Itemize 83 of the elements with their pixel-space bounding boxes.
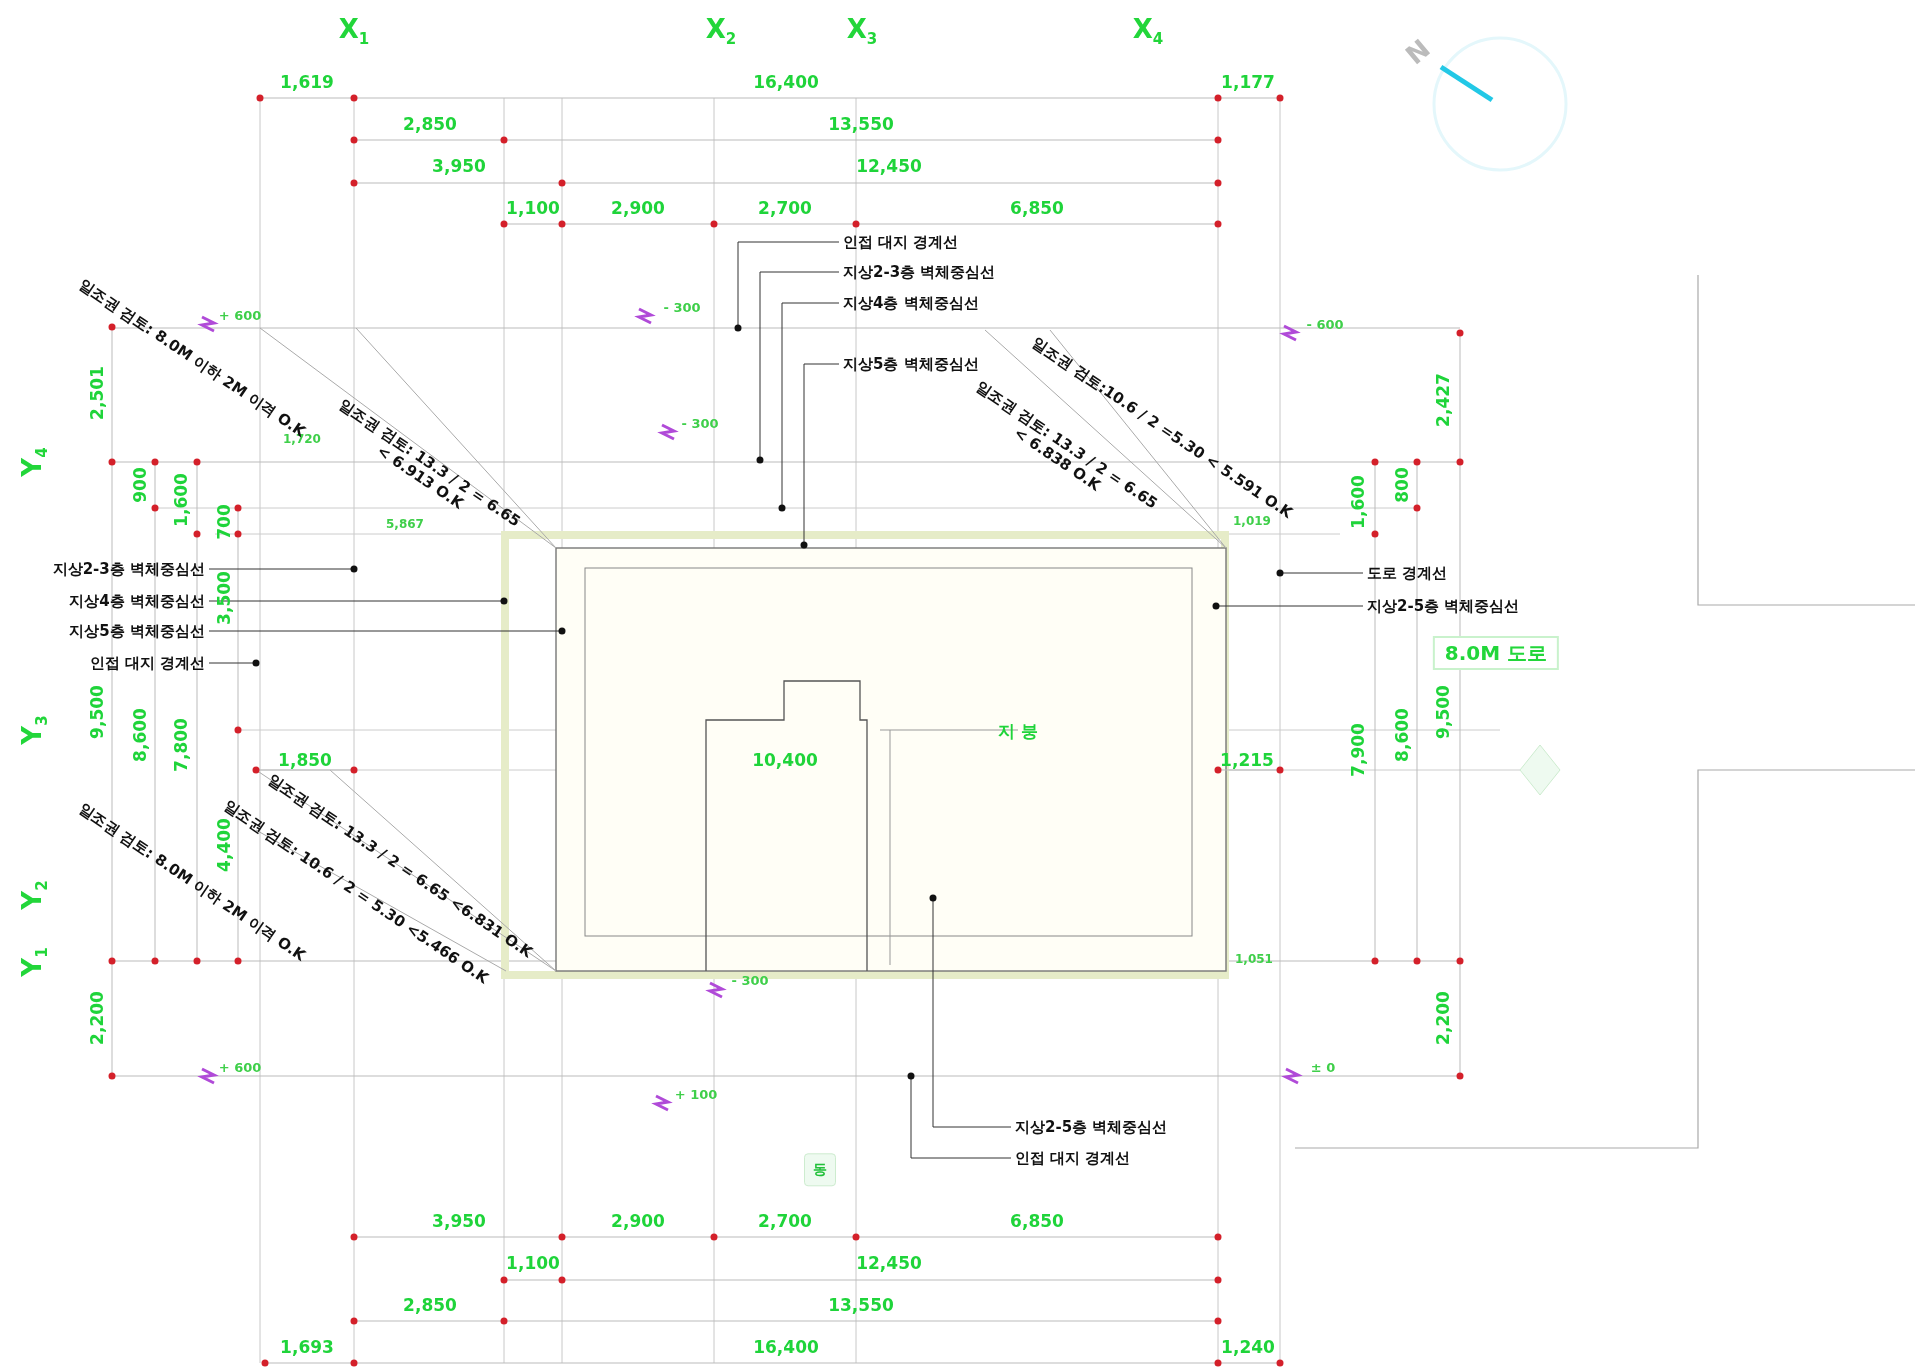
dimension-value: 2,700 — [758, 1211, 812, 1231]
leader-text: 지상2-5층 벽체중심선 — [1367, 597, 1520, 615]
leader-line — [907, 1072, 1012, 1159]
grid-axis-label: X$_{1}$ — [338, 14, 370, 48]
leader-text: 지상5층 벽체중심선 — [69, 622, 205, 640]
leader-line — [208, 597, 508, 605]
dimension-value: 9,500 — [1433, 685, 1453, 739]
dimension-value: 2,200 — [87, 991, 107, 1045]
dimension-value: 지 붕 — [998, 721, 1038, 741]
leader-text: 인접 대지 경계선 — [89, 654, 205, 672]
dimension-value: 13,550 — [828, 114, 894, 134]
dimension-value: 8,600 — [1392, 708, 1412, 762]
dimension-value: 1,619 — [280, 72, 334, 92]
direction-marker: 동 — [804, 1153, 836, 1187]
dimension-value: 3,950 — [432, 1211, 486, 1231]
dimension-value: 3,950 — [432, 156, 486, 176]
leader-line — [1212, 602, 1364, 610]
dimension-value: 10,400 — [752, 750, 818, 770]
dimension-value: 16,400 — [753, 72, 819, 92]
dimension-value: 1,177 — [1221, 72, 1275, 92]
dimension-value: 800 — [1392, 467, 1412, 503]
dimension-value: 700 — [214, 504, 234, 540]
dimension-value: 6,850 — [1010, 1211, 1064, 1231]
dimension-value: 1,100 — [506, 198, 560, 218]
leader-line — [929, 894, 1012, 1128]
leader-line — [778, 302, 840, 512]
dimension-value: 2,700 — [758, 198, 812, 218]
leader-text: 지상4층 벽체중심선 — [843, 294, 979, 312]
dimension-value: 5,867 — [386, 518, 424, 532]
dimension-value: 2,427 — [1433, 373, 1453, 427]
dimension-value: 7,900 — [1348, 723, 1368, 777]
dimension-value: 1,240 — [1221, 1337, 1275, 1357]
level-value: + 600 — [218, 1060, 262, 1076]
leader-line — [208, 659, 260, 667]
dimension-value: 2,900 — [611, 198, 665, 218]
dimension-value: 3,500 — [214, 571, 234, 625]
dimension-value: 1,850 — [278, 750, 332, 770]
grid-axis-label: X$_{3}$ — [846, 14, 878, 48]
dimension-value: 12,450 — [856, 156, 922, 176]
dimension-value: 6,850 — [1010, 198, 1064, 218]
level-value: - 600 — [1306, 317, 1344, 333]
dimension-value: 2,850 — [403, 1295, 457, 1315]
dimension-value: 13,550 — [828, 1295, 894, 1315]
level-value: - 300 — [663, 300, 701, 316]
dimension-value: 1,215 — [1220, 750, 1274, 770]
dimension-value: 16,400 — [753, 1337, 819, 1357]
north-label: N — [1400, 34, 1436, 70]
dimension-value: 1,600 — [1348, 475, 1368, 529]
dimension-value: 2,850 — [403, 114, 457, 134]
dimension-value: 2,900 — [611, 1211, 665, 1231]
dimension-value: 1,100 — [506, 1253, 560, 1273]
dimension-value: 2,200 — [1433, 991, 1453, 1045]
dimension-value: 8,600 — [130, 708, 150, 762]
level-value: + 600 — [218, 308, 262, 324]
leader-text: 지상4층 벽체중심선 — [69, 592, 205, 610]
leader-line — [756, 271, 840, 464]
leader-text: 지상2-3층 벽체중심선 — [52, 560, 205, 578]
dimension-value: 2,501 — [87, 366, 107, 420]
road-label: 8.0M 도로 — [1432, 636, 1560, 670]
grid-axis-label: X$_{2}$ — [705, 14, 737, 48]
dimension-value: 7,800 — [171, 718, 191, 772]
level-value: - 300 — [731, 973, 769, 989]
leader-text: 인접 대지 경계선 — [1015, 1149, 1131, 1167]
dimension-value: 12,450 — [856, 1253, 922, 1273]
level-value: + 100 — [674, 1087, 718, 1103]
dimension-value: 9,500 — [87, 685, 107, 739]
leader-text: 인접 대지 경계선 — [843, 233, 959, 251]
leader-line — [734, 241, 840, 332]
leader-text: 지상5층 벽체중심선 — [843, 355, 979, 373]
dimension-value: 1,051 — [1235, 953, 1273, 967]
grid-axis-label: X$_{4}$ — [1132, 14, 1164, 48]
leader-line — [1276, 569, 1364, 577]
dimension-value: 1,693 — [280, 1337, 334, 1357]
leader-line — [208, 627, 566, 635]
dimension-value: 1,600 — [171, 473, 191, 527]
level-value: ± 0 — [1310, 1060, 1336, 1076]
level-value: - 300 — [681, 416, 719, 432]
leader-text: 도로 경계선 — [1367, 564, 1448, 582]
leader-line — [800, 363, 840, 549]
leader-text: 지상2-3층 벽체중심선 — [843, 263, 996, 281]
dimension-value: 900 — [130, 467, 150, 503]
leader-line — [208, 565, 358, 573]
leader-text: 지상2-5층 벽체중심선 — [1015, 1118, 1168, 1136]
